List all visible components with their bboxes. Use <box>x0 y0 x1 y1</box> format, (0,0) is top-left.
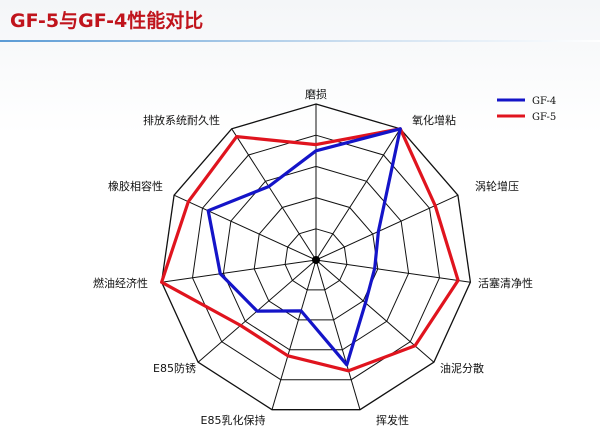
legend-label-gf-5: GF-5 <box>532 112 556 123</box>
grid-ring-4 <box>191 134 441 381</box>
axis-label-7: E85防锈 <box>153 361 196 375</box>
axis-label-9: 橡胶相容性 <box>108 179 163 193</box>
grid-spoke-5 <box>315 259 361 410</box>
title-divider <box>0 40 600 42</box>
chart-legend: GF-4GF-5 <box>497 96 556 123</box>
axis-label-6: E85乳化保持 <box>201 413 266 427</box>
axis-label-0: 磨损 <box>305 87 327 101</box>
axis-label-8: 燃油经济性 <box>93 276 148 290</box>
center-dot <box>312 256 320 264</box>
grid-spoke-8 <box>161 259 317 283</box>
grid-ring-2 <box>253 197 379 321</box>
legend-label-gf-4: GF-4 <box>532 96 556 107</box>
grid-spoke-1 <box>315 128 401 261</box>
radar-series <box>160 127 460 373</box>
axis-label-2: 涡轮增压 <box>475 179 519 193</box>
axis-label-1: 氧化增粘 <box>412 113 456 127</box>
series-line-gf-5 <box>160 127 460 373</box>
page-title: GF-5与GF-4性能对比 <box>10 10 204 32</box>
grid-spoke-6 <box>271 259 317 410</box>
grid-ring-3 <box>222 165 410 351</box>
axis-label-4: 油泥分散 <box>440 361 484 375</box>
grid-ring-5 <box>160 103 472 411</box>
grid-ring-1 <box>284 228 348 291</box>
axis-label-5: 挥发性 <box>376 413 409 427</box>
series-line-gf-4 <box>206 127 402 367</box>
grid-spoke-3 <box>315 259 471 283</box>
grid-spoke-9 <box>173 194 317 261</box>
axis-label-10: 排放系统耐久性 <box>143 113 220 127</box>
grid-spoke-10 <box>231 128 317 261</box>
axis-label-3: 活塞清净性 <box>478 276 533 290</box>
